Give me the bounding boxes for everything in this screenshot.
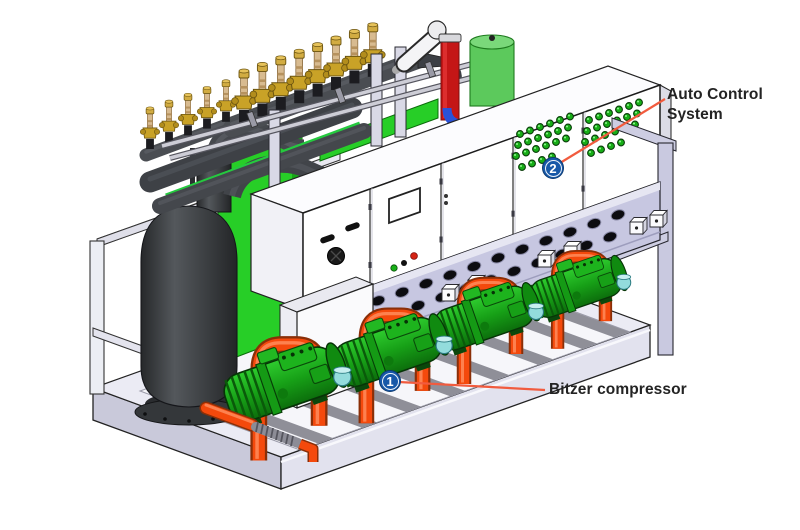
callout-line-1	[398, 380, 546, 392]
bottom-left-pipes	[199, 401, 319, 462]
callout-badge-1: 1	[379, 370, 401, 392]
cabinet-door-3	[444, 194, 448, 205]
label-bitzer-compressor: Bitzer compressor	[549, 381, 687, 398]
label-auto-control-line2: System	[667, 106, 723, 123]
cabinet-door-1	[320, 222, 360, 265]
callout-badge-2: 2	[542, 157, 564, 179]
callout-badge-2-number: 2	[549, 160, 557, 176]
red-indicator-lamp	[410, 252, 418, 260]
display-window	[388, 186, 421, 225]
black-indicator-lamp	[401, 260, 407, 266]
label-auto-control-line1: Auto Control	[667, 86, 763, 103]
cabinet-door-2	[388, 186, 421, 272]
green-indicator-lamp	[390, 264, 398, 272]
green-receiver	[469, 34, 515, 107]
label-auto-control-system: Auto Control System	[667, 85, 763, 125]
red-pipe	[438, 33, 463, 129]
callout-line-2	[559, 98, 666, 164]
callout-badge-1-number: 1	[386, 373, 394, 389]
